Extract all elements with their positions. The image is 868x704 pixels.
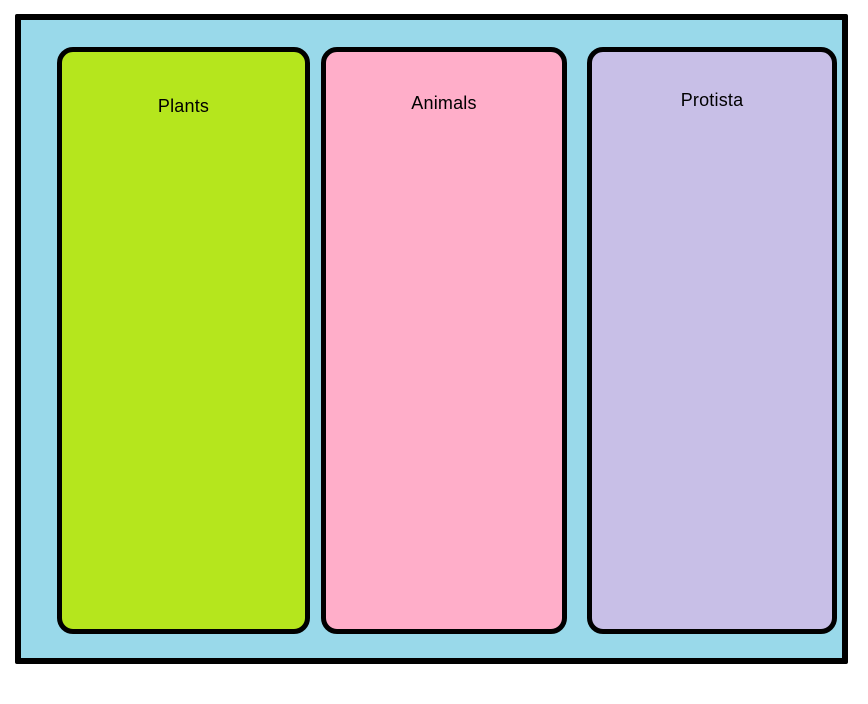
category-card-protista[interactable]: Protista [587, 47, 837, 634]
category-label-animals: Animals [411, 93, 477, 113]
category-card-plants[interactable]: Plants [57, 47, 310, 634]
category-label-protista: Protista [680, 90, 744, 110]
diagram-panel: Plants Animals Protista [15, 14, 848, 664]
category-card-animals[interactable]: Animals [321, 47, 567, 634]
category-column-row: Plants Animals Protista [42, 47, 837, 634]
category-label-plants: Plants [157, 96, 210, 116]
